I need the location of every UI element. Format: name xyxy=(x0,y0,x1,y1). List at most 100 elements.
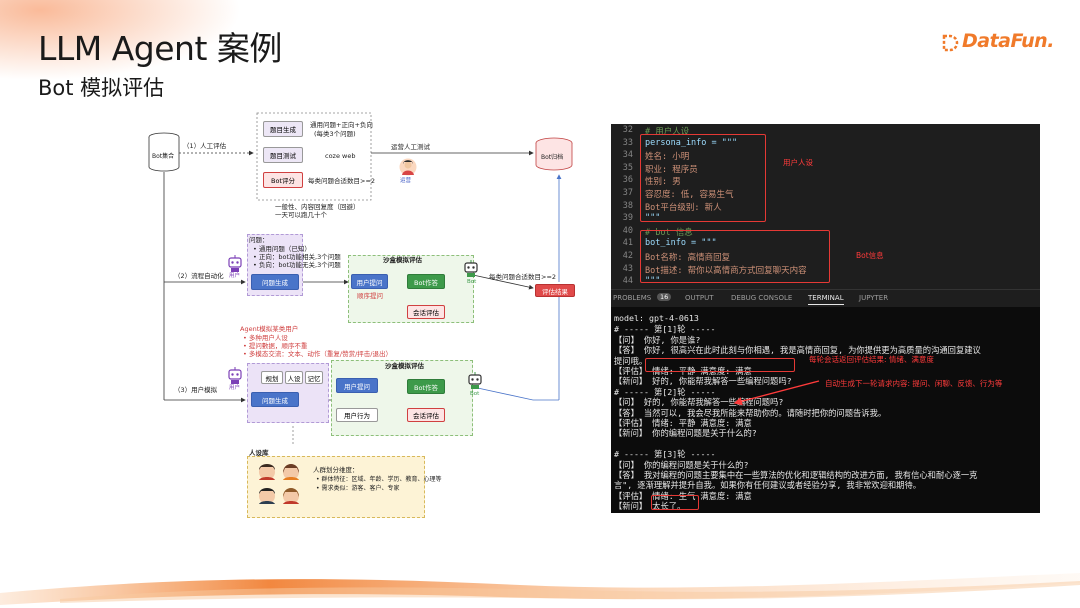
line-number: 43 xyxy=(622,263,633,274)
sim-user-label: 用户 xyxy=(229,385,241,391)
manual-step-test: 题目测试 xyxy=(263,147,303,163)
eval-highlight-1 xyxy=(645,358,795,372)
tab-terminal[interactable]: TERMINAL xyxy=(808,294,844,305)
user-behavior-box: 用户行为 xyxy=(336,408,378,422)
sim-sandbox-label: 沙盒模拟评估 xyxy=(385,362,424,370)
slide-title: LLM Agent 案例 xyxy=(38,29,282,68)
manual-note-3: coze web xyxy=(325,152,356,160)
persona-highlight xyxy=(640,134,766,222)
persona-lib-title: 人设库 xyxy=(249,449,269,457)
persona-lib-panel xyxy=(247,456,425,518)
sim-chat-eval-box: 会话评估 xyxy=(407,408,445,422)
eval-result-box: 评估结果 xyxy=(535,284,575,297)
persona-note: 用户人设 xyxy=(783,158,813,167)
user-ask-box: 用户提问 xyxy=(351,274,388,289)
code-line: Bot平台级别: 新人 xyxy=(645,202,722,213)
sim-bot-robot-icon xyxy=(468,372,482,389)
operator-label: 运营 xyxy=(400,178,412,184)
problems-count-badge: 16 xyxy=(657,293,672,301)
panel-tabs: PROBLEMS 16 OUTPUT DEBUG CONSOLE TERMINA… xyxy=(611,289,1040,307)
manual-eval-label: （1）人工评估 xyxy=(183,142,227,150)
agent-title: Agent模拟某类用户 xyxy=(240,325,299,333)
problem-item-1: • 通用问题（已知） xyxy=(253,245,311,253)
sim-user-ask-box: 用户提问 xyxy=(336,378,378,393)
terminal-line: # ----- 第[1]轮 ----- xyxy=(614,324,716,335)
code-line: Bot描述: 帮你以高情商方式回复聊天内容 xyxy=(645,265,807,276)
robot-sim-user-icon xyxy=(228,367,242,384)
code-line: 职业: 程序员 xyxy=(645,164,698,175)
bot-archive-label: Bot归档 xyxy=(541,154,564,161)
terminal-line: # ----- 第[2]轮 ----- xyxy=(614,386,716,397)
terminal-output: model: gpt-4-0613# ----- 第[1]轮 -----【问】 … xyxy=(611,307,1040,513)
sandbox-label: 沙盒模拟评估 xyxy=(383,256,422,264)
terminal-line: 【新问】 好的, 你能帮我解答一些编程问题吗? xyxy=(614,376,792,387)
problem-item-3: • 负向：bot功能无关,3个问题 xyxy=(253,261,341,269)
auto-flow-label: （2）流程自动化 xyxy=(174,272,224,280)
tag-plan: 规划 xyxy=(261,371,283,384)
problem-item-2: • 正向：bot功能相关,3个问题 xyxy=(253,253,341,261)
code-line: """ xyxy=(645,276,661,287)
code-line: # bot 信息 xyxy=(645,227,693,238)
code-line: 姓名: 小明 xyxy=(645,152,690,163)
crowd-title: 人群划分维度： xyxy=(313,466,359,474)
code-line: Bot名称: 高情商回复 xyxy=(645,253,731,263)
sim-flow-label: （3）用户模拟 xyxy=(174,386,218,394)
tab-problems[interactable]: PROBLEMS xyxy=(613,294,652,302)
auto-result-note: 每类问题合适数目>=2 xyxy=(489,273,557,281)
line-number: 44 xyxy=(622,276,633,287)
line-number: 37 xyxy=(622,188,633,198)
question-gen-box: 问题生成 xyxy=(251,274,299,290)
manual-summary-2: 一天可以跑几十个 xyxy=(275,211,327,219)
flow-diagram: Bot集合 Bot归档 （1）人工评估 题目生成 题目测试 Bot评分 通用问题… xyxy=(143,110,578,522)
line-number: 38 xyxy=(622,200,633,211)
tab-output[interactable]: OUTPUT xyxy=(685,294,714,302)
agent-item-2: • 提问數据，顺序不重 xyxy=(243,342,308,350)
logo-mark-icon xyxy=(942,34,959,52)
manual-step-generate: 题目生成 xyxy=(263,121,303,137)
agent-item-1: • 多种用户人设 xyxy=(243,334,288,342)
terminal-line: 【新问】 你的编程问题是关于什么的? xyxy=(614,428,757,439)
line-number: 42 xyxy=(622,251,633,261)
slide-subtitle: Bot 模拟评估 xyxy=(38,76,165,100)
terminal-line: 【答】 当然可以, 我会尽我所能来帮助你的。请随时把你的问题告诉我。 xyxy=(614,407,887,418)
manual-step-score: Bot评分 xyxy=(263,172,303,188)
tab-debug-console[interactable]: DEBUG CONSOLE xyxy=(731,294,793,302)
crowd-item-1: • 群体特征：区域、年龄、学历、教育、心理等 xyxy=(316,476,442,483)
next-note: 自动生成下一轮请求内容: 提问、闲聊、反馈、行为等 xyxy=(825,379,1003,388)
crowd-item-2: • 需求类似：游客、客户、专家 xyxy=(316,485,400,492)
terminal-line: # ----- 第[3]轮 ----- xyxy=(614,449,716,460)
bot-label-sim: Bot xyxy=(470,391,480,397)
code-line: bot_info = """ xyxy=(645,238,717,249)
terminal-line: 【答】 我对编程的问题主要集中在一些算法的优化和逻辑结构的改进方面, 我有信心和… xyxy=(614,470,978,480)
dispatch-label: 运营人工测试 xyxy=(391,143,430,151)
terminal-line: 【新问】 太长了。 xyxy=(614,501,686,512)
datafun-logo: DataFun. xyxy=(942,30,1057,56)
line-number: 34 xyxy=(622,150,633,161)
auto-user-label: 用户 xyxy=(229,273,241,279)
bot-set-label: Bot集合 xyxy=(152,153,175,160)
bot-label-auto: Bot xyxy=(467,279,477,285)
manual-summary-1: 一般性、内容回复度（回避） xyxy=(275,203,360,211)
terminal-line: model: gpt-4-0613 xyxy=(614,313,699,323)
manual-note-1: 通用问题+正向+负向 xyxy=(310,121,373,129)
agent-item-3: • 多模态交流：文本、动作（重复/赞赏/抨击/退出） xyxy=(243,350,392,358)
terminal-line: 言", 逐渐理解并提升自我。如果你有任何建议或者经验分享, 我非常欢迎和期待。 xyxy=(614,480,922,491)
code-line: # 用户人设 xyxy=(645,127,690,137)
tab-jupyter[interactable]: JUPYTER xyxy=(859,294,889,302)
header-gradient xyxy=(0,0,1080,110)
bot-info-highlight xyxy=(640,230,830,283)
line-number: 33 xyxy=(622,137,633,148)
manual-note-4: 每类问题合适数目>=2 xyxy=(308,177,376,185)
code-line: 容忍度: 低, 容易生气 xyxy=(645,190,734,200)
terminal-line: 【答】 你好, 很高兴在此时此刻与你相遇, 我是高情商回复, 为你提供更为高质量… xyxy=(614,345,981,356)
manual-note-2: (每类3个问题) xyxy=(314,130,356,138)
sim-sandbox-panel xyxy=(331,360,473,436)
bot-note: Bot信息 xyxy=(856,251,884,260)
line-number: 32 xyxy=(622,125,633,135)
bot-robot-icon xyxy=(464,260,478,277)
terminal-line: 提问哦。 xyxy=(614,355,648,366)
code-line: """ xyxy=(645,213,661,224)
terminal-line: 【问】 你好, 你是谁? xyxy=(614,334,701,345)
